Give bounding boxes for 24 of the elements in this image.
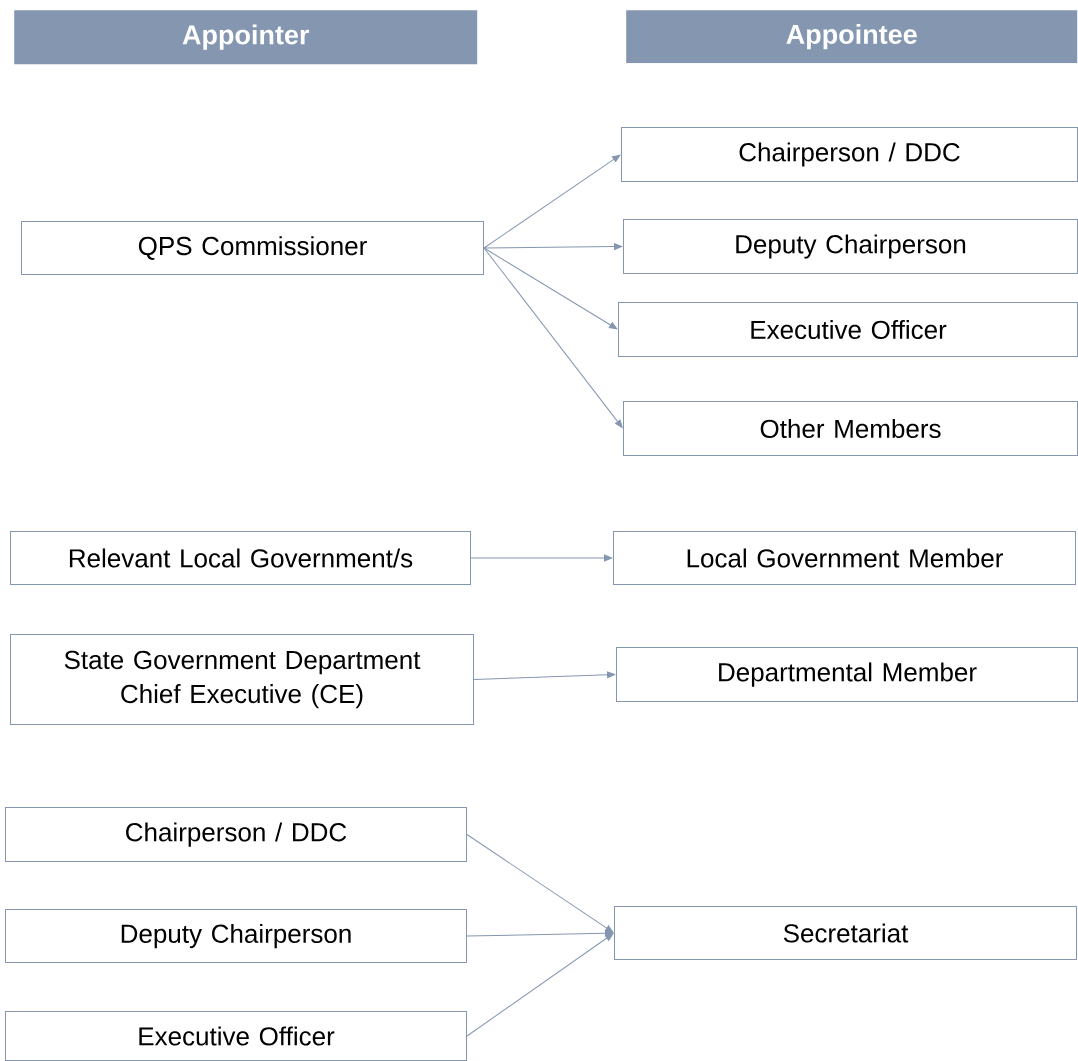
appointee-box: Secretariat	[614, 906, 1077, 960]
arrow	[483, 247, 618, 330]
appointee-box: Local Government Member	[613, 531, 1076, 585]
arrow	[483, 243, 623, 250]
appointer-box: State Government Department Chief Executive (CE)	[10, 634, 474, 725]
arrow	[466, 933, 614, 1037]
appointer-box: Deputy Chairperson	[5, 909, 467, 963]
arrow	[483, 247, 623, 428]
appointer-box: QPS Commissioner	[21, 221, 484, 275]
appointee-box: Deputy Chairperson	[623, 219, 1078, 274]
arrow	[466, 929, 614, 937]
arrow	[473, 671, 616, 680]
appointer-box: Executive Officer	[5, 1011, 467, 1061]
appointee-box: Departmental Member	[616, 647, 1078, 702]
appointee-box: Executive Officer	[618, 302, 1078, 357]
arrow	[470, 554, 613, 562]
arrow	[483, 154, 621, 249]
header-bar: Appointee	[626, 10, 1078, 64]
arrow	[466, 834, 614, 933]
appointer-box: Relevant Local Government/s	[10, 531, 471, 585]
appointer-box: Chairperson / DDC	[5, 807, 467, 862]
header-bar: Appointer	[14, 10, 478, 65]
appointee-box: Other Members	[623, 401, 1078, 456]
appointee-box: Chairperson / DDC	[621, 127, 1078, 182]
